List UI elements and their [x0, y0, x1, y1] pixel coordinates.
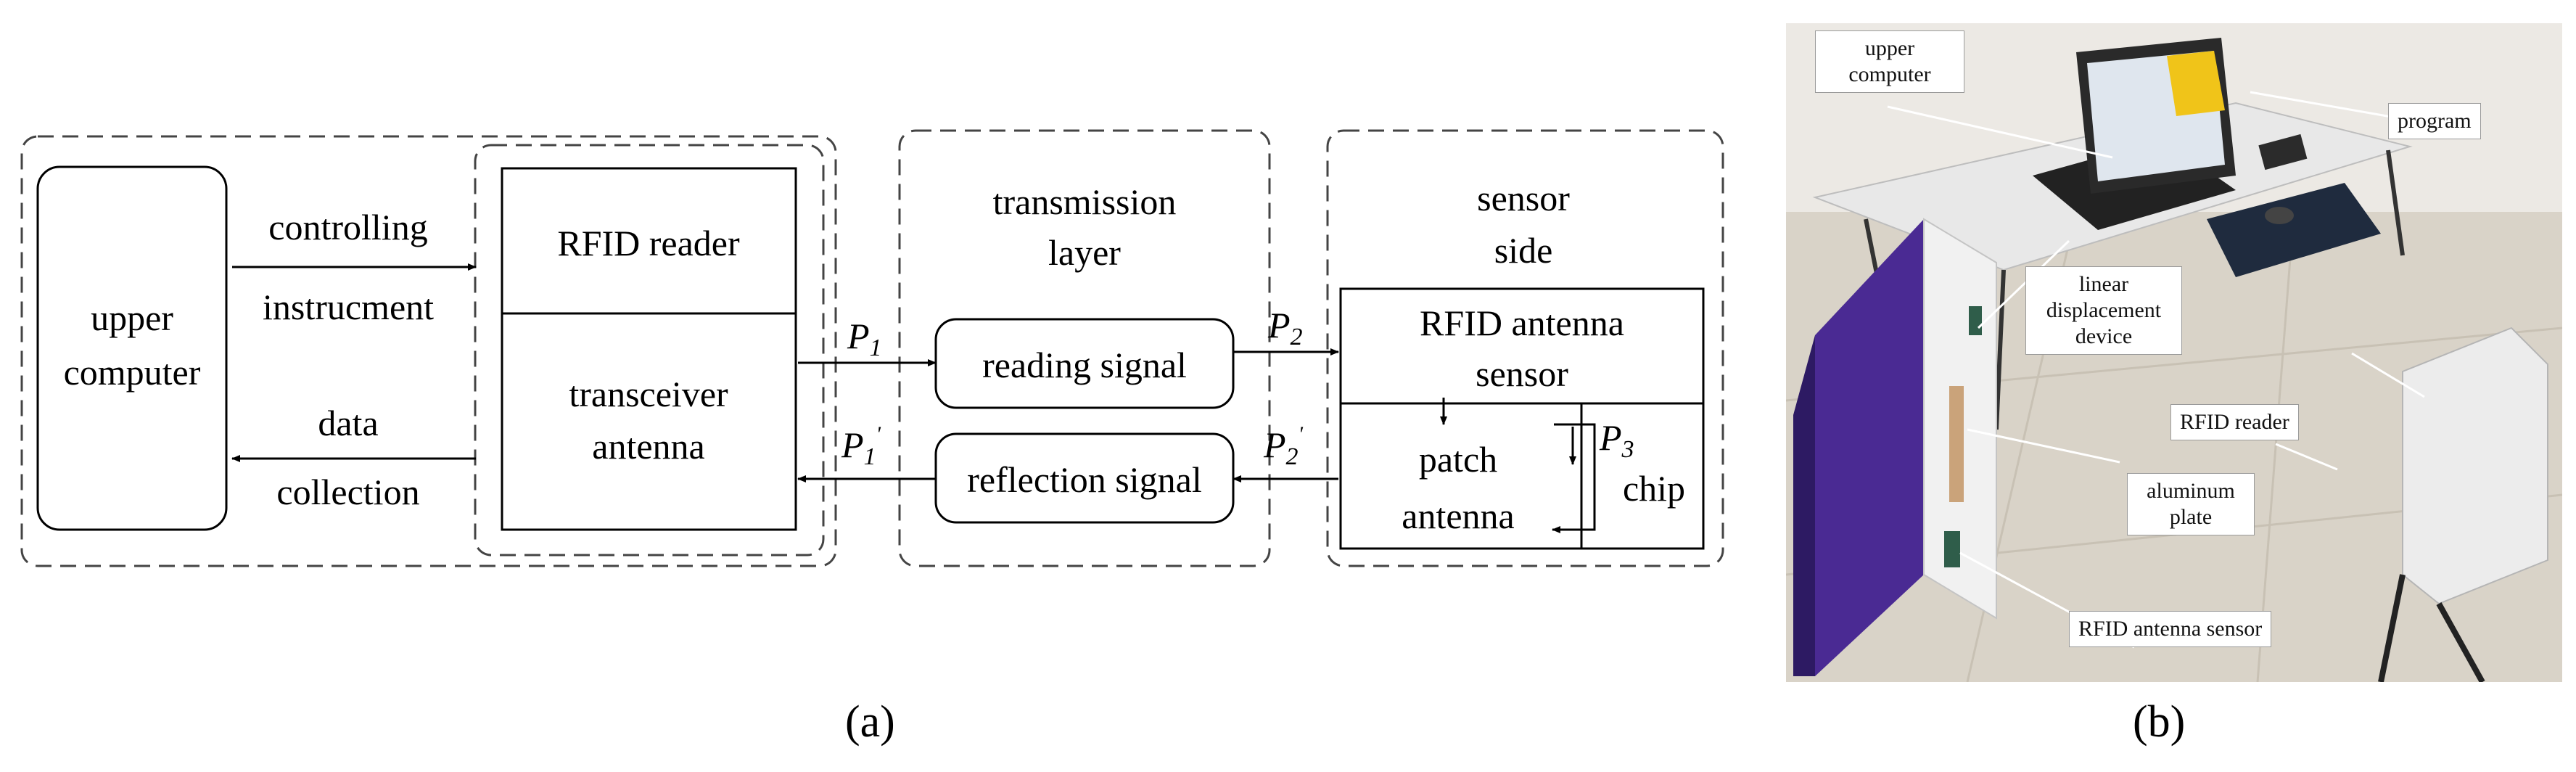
rfid-reader-label: RFID reader — [557, 223, 740, 263]
reader-inner-outline — [474, 144, 825, 557]
photo-label-rfid-antenna-sensor: RFID antenna sensor — [2069, 611, 2272, 647]
sensor-side-label-line1: sensor — [1477, 178, 1570, 218]
instrucment-label: instrucment — [263, 287, 434, 327]
p3-label: P3 — [1599, 417, 1634, 463]
rfid-antenna-sensor-label-line1: RFID antenna — [1420, 303, 1624, 343]
p2-prime-label: P2' — [1263, 422, 1304, 470]
system-block-diagram: upper computer RFID reader transceiver a… — [20, 129, 1724, 567]
photo-label-program: program — [2388, 103, 2481, 139]
sensor-side-outline — [1326, 129, 1724, 567]
upper-computer-label-line2: computer — [64, 352, 201, 393]
rfid-antenna-sensor-label-line2: sensor — [1476, 353, 1568, 394]
p3-loop-arrow — [1552, 423, 1596, 533]
transceiver-label-line1: transceiver — [569, 374, 728, 414]
reading-signal-label: reading signal — [982, 345, 1187, 385]
p1-prime-label: P1' — [841, 422, 881, 470]
photo-label-aluminum-plate: aluminum plate — [2127, 473, 2255, 535]
panel-a-caption: (a) — [845, 697, 895, 747]
transmission-layer-label-line2: layer — [1048, 232, 1121, 273]
upper-computer-block — [36, 165, 228, 531]
chip-label: chip — [1623, 468, 1685, 509]
collection-label: collection — [276, 472, 419, 512]
controlling-label: controlling — [268, 207, 427, 247]
experiment-photo: upper computer program linear displaceme… — [1786, 23, 2562, 682]
p2-label: P2 — [1267, 305, 1303, 350]
p1-label: P1 — [847, 316, 882, 361]
rfid-reader-block — [501, 167, 797, 531]
panel-b-caption: (b) — [2133, 697, 2186, 747]
patch-antenna-label-line1: patch — [1419, 439, 1497, 480]
data-label: data — [318, 403, 378, 443]
photo-label-rfid-reader: RFID reader — [2170, 404, 2299, 440]
photo-label-upper-computer: upper computer — [1815, 30, 1964, 93]
transmission-layer-label-line1: transmission — [993, 181, 1177, 222]
upper-computer-label-line1: upper — [91, 297, 173, 338]
transceiver-label-line2: antenna — [592, 426, 704, 467]
reflection-signal-label: reflection signal — [967, 459, 1202, 500]
rfid-antenna-sensor-block — [1339, 287, 1705, 550]
patch-antenna-label-line2: antenna — [1402, 496, 1514, 536]
sensor-side-label-line2: side — [1494, 230, 1553, 271]
reader-group-outline — [20, 135, 837, 567]
photo-label-linear-displacement: linear displacement device — [2025, 266, 2182, 355]
